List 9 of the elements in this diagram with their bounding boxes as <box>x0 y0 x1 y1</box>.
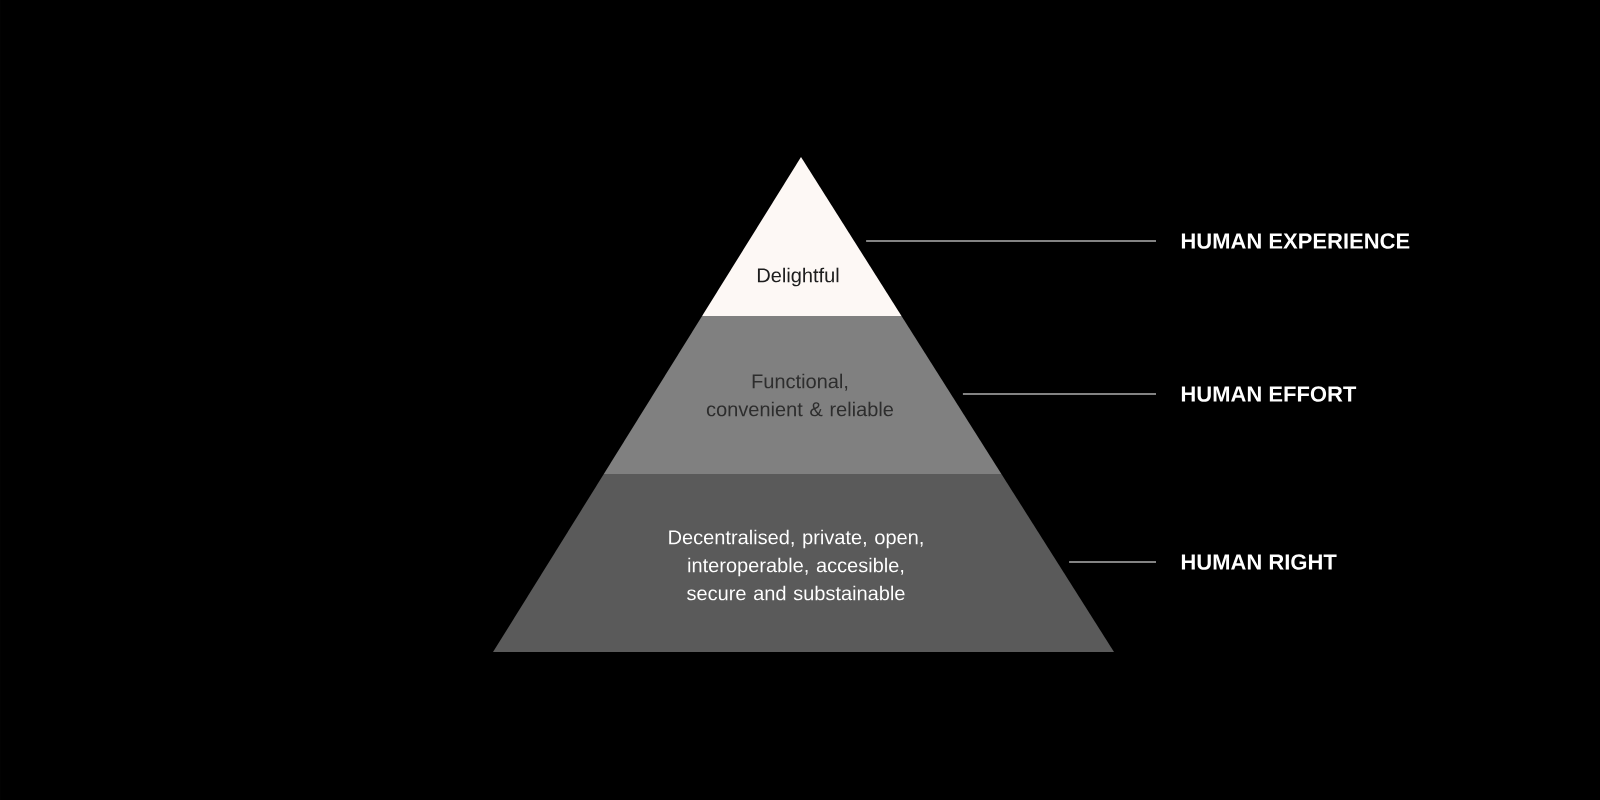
level-label: HUMAN EFFORT <box>1181 386 1357 402</box>
level-label: HUMAN EXPERIENCE <box>1181 233 1410 249</box>
leader-line <box>865 240 1157 242</box>
pyramid-band: Decentralised, private, open, interoperable, accesible, secure and substainable <box>493 474 1114 652</box>
pyramid-band: Delightful <box>702 157 902 316</box>
pyramid-band: Functional, convenient & reliable <box>603 316 1002 474</box>
leader-line <box>1068 561 1157 563</box>
leader-line <box>962 393 1157 395</box>
level-label: HUMAN RIGHT <box>1181 554 1337 570</box>
